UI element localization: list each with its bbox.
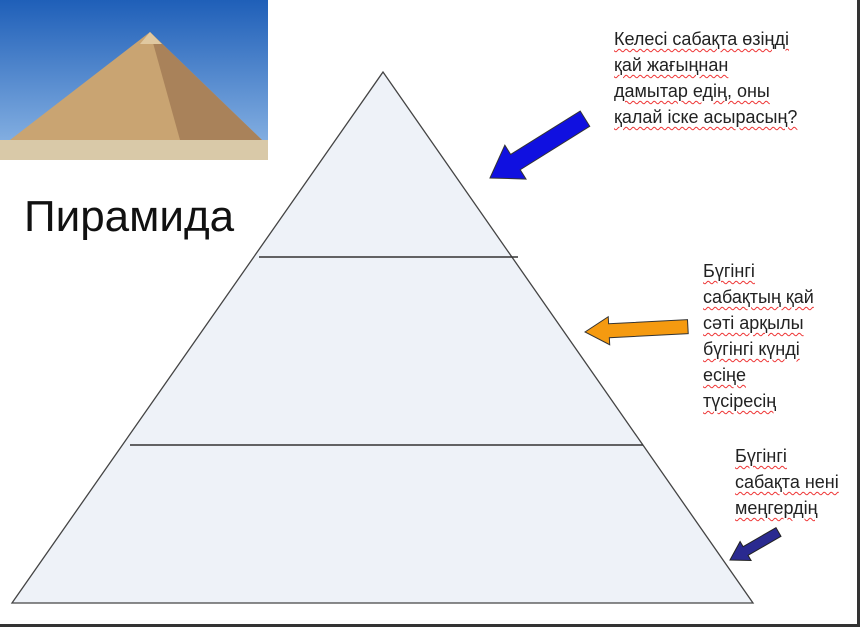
- note-line: меңгердің: [735, 498, 818, 518]
- note-line: Бүгінгі: [703, 261, 755, 281]
- pyramid-shape: [10, 70, 755, 604]
- pyramid-photo: [0, 0, 268, 160]
- note-line: қалай іске асырасың?: [614, 107, 798, 127]
- note-line: дамытар едің, оны: [614, 81, 770, 101]
- slide-title: Пирамида: [24, 192, 235, 241]
- note-line: сабақтың қай: [703, 287, 814, 307]
- note-line: бүгінгі күнді: [703, 339, 800, 359]
- note-line: сәті арқылы: [703, 313, 804, 333]
- arrow-bottom-icon: [729, 526, 782, 562]
- note-line: түсіресің: [703, 391, 777, 411]
- note-line: қай жағыңнан: [614, 55, 729, 75]
- note-top: Келесі сабақта өзіңді қай жағыңнан дамыт…: [614, 26, 797, 130]
- arrow-top-icon: [489, 110, 591, 180]
- note-middle: Бүгінгі сабақтың қай сәті арқылы бүгінгі…: [703, 258, 814, 414]
- note-line: есіңе: [703, 365, 746, 385]
- note-line: Бүгінгі: [735, 446, 787, 466]
- note-bottom: Бүгінгі сабақта нені меңгердің: [735, 443, 839, 521]
- note-line: Келесі сабақта өзіңді: [614, 29, 789, 49]
- arrow-middle-icon: [584, 315, 689, 346]
- note-line: сабақта нені: [735, 472, 839, 492]
